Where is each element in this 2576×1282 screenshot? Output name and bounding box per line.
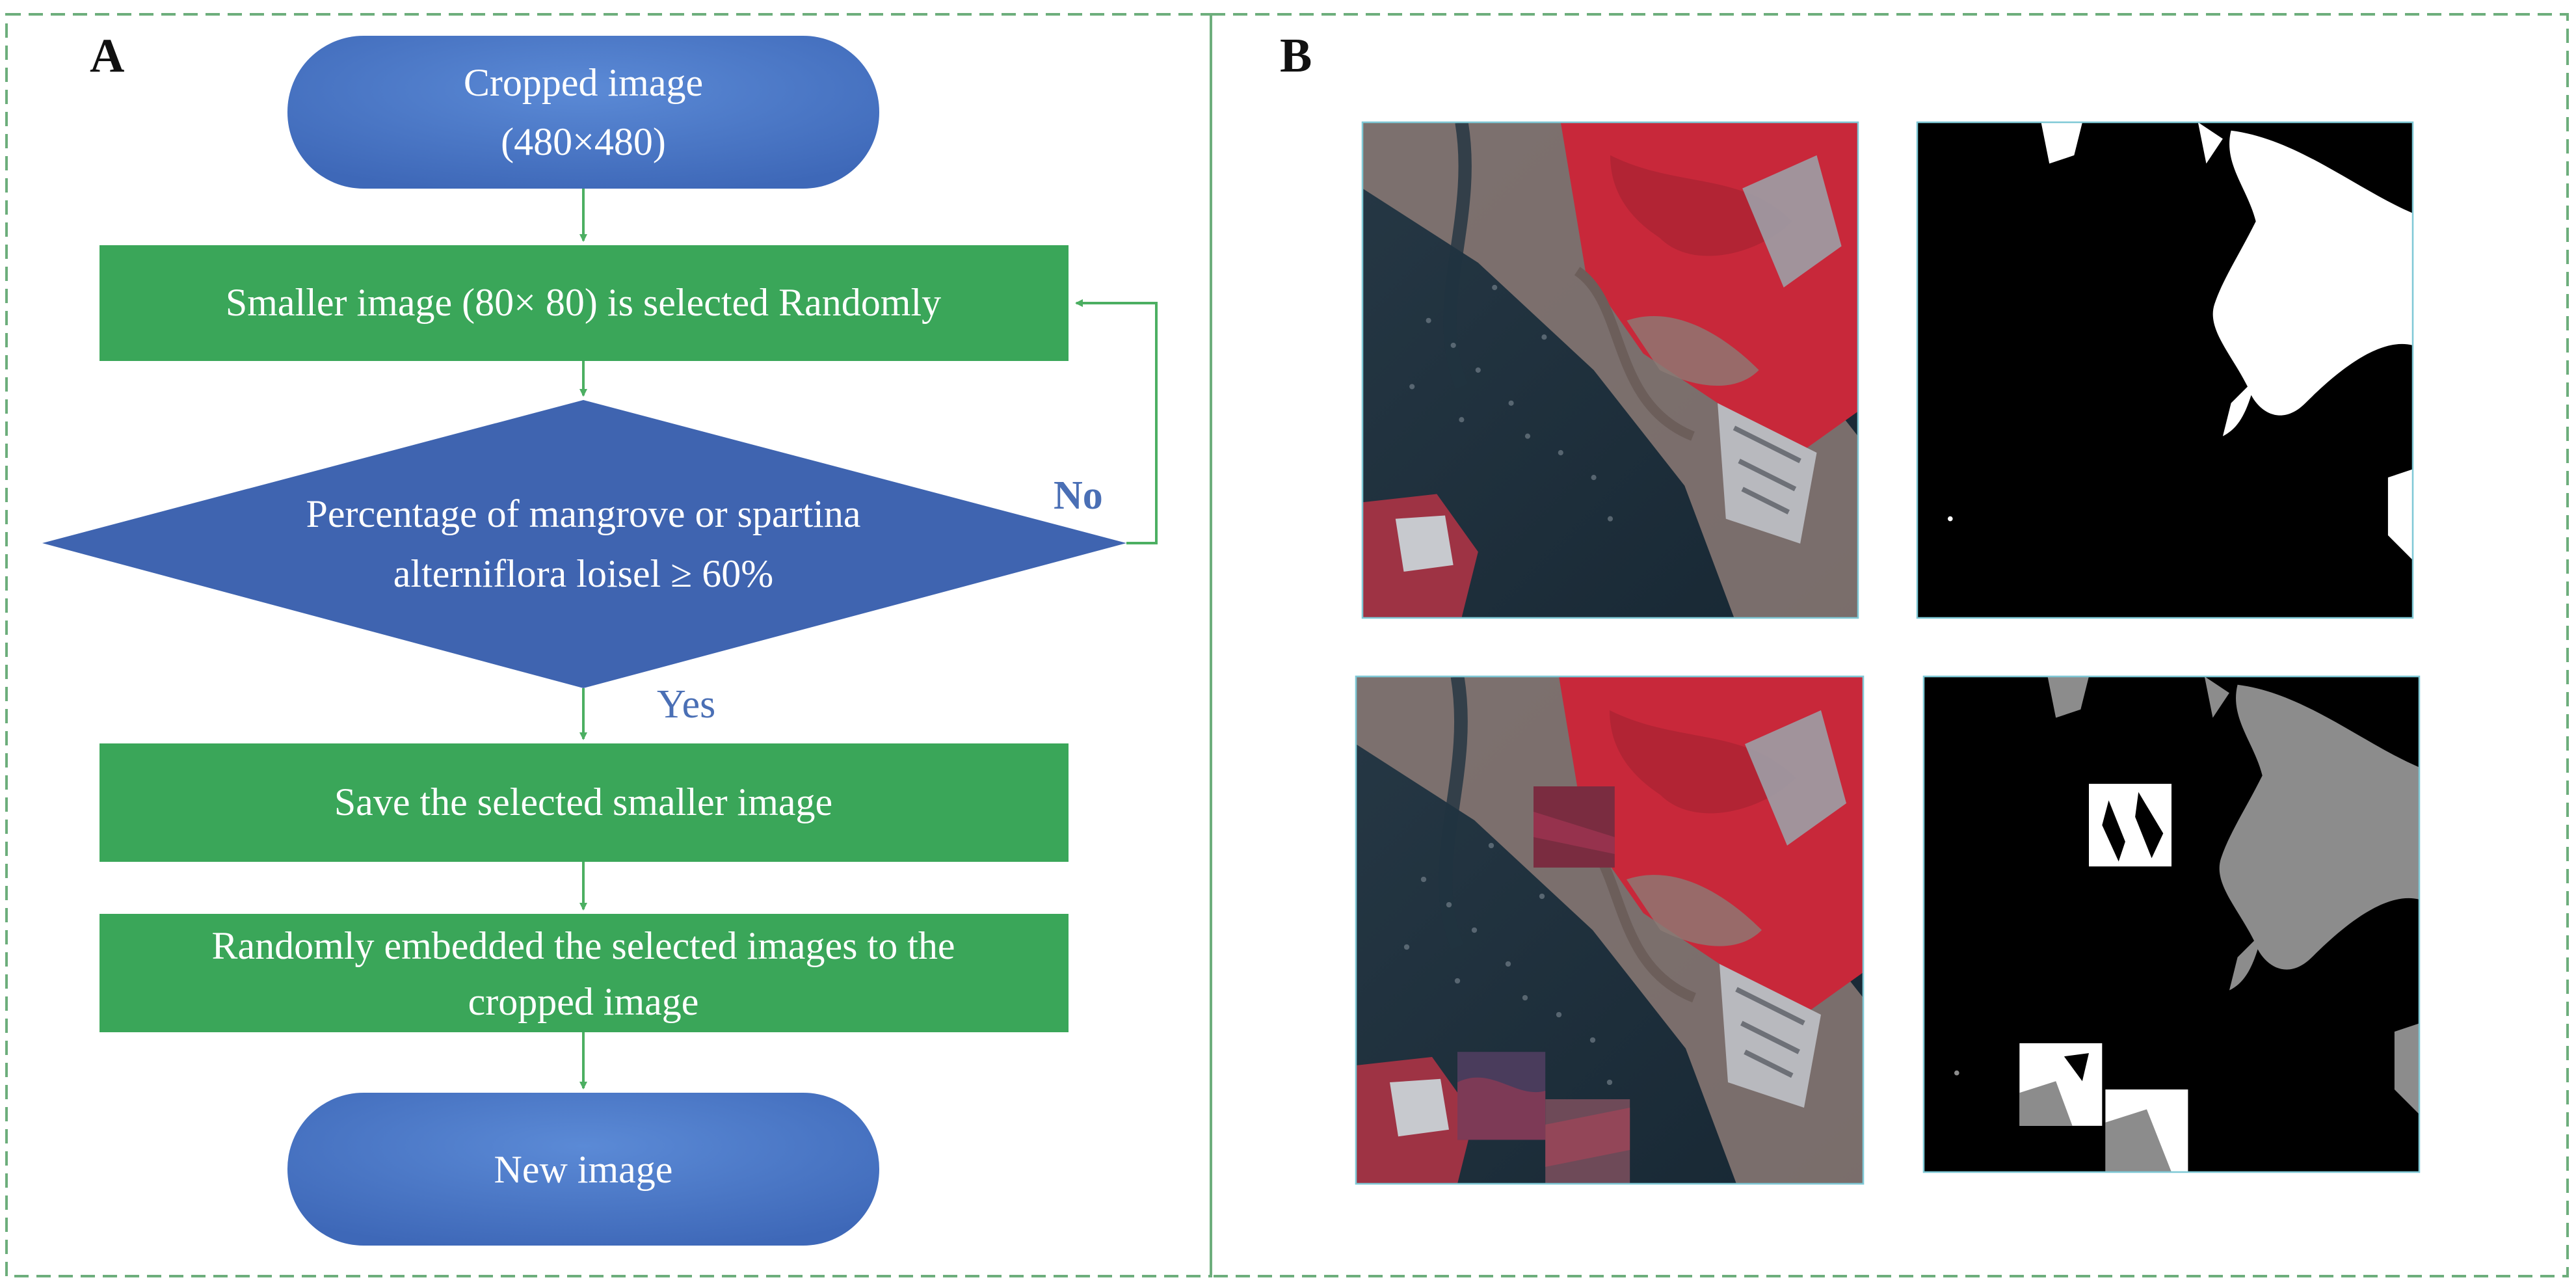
augmented-label-mask [1922,675,2421,1173]
panel-b-label: B [1280,29,1312,83]
start-node: Cropped image (480×480) [287,36,879,189]
augmented-satellite-image [1355,675,1865,1185]
save-step-text: Save the selected smaller image [334,781,832,823]
no-label: No [1054,474,1103,518]
start-node-line1: Cropped image [464,61,703,104]
embedded-patch [1545,1099,1630,1184]
embedded-mask-patch [2019,1043,2103,1126]
start-node-line2: (480×480) [501,120,666,163]
embedded-patch [1534,786,1615,868]
end-node-text: New image [494,1148,673,1191]
embedded-mask-patch [2105,1089,2188,1172]
decision-node: Percentage of mangrove or spartina alter… [42,400,1126,688]
embedded-patch [1457,1052,1546,1140]
end-node: New image [287,1093,879,1246]
original-label-mask [1916,121,2414,619]
panel-a-label: A [90,29,124,83]
embed-step: Randomly embedded the selected images to… [100,914,1069,1032]
panel-b-frame [1210,13,2569,1277]
arrow-no-loop [1075,299,1158,544]
save-step: Save the selected smaller image [100,743,1069,862]
original-satellite-image [1361,121,1859,619]
decision-line2: alterniflora loisel ≥ 60% [393,552,773,595]
embedded-mask-patch [2089,784,2171,867]
select-step: Smaller image (80× 80) is selected Rando… [100,245,1069,361]
embed-step-line2: cropped image [468,980,699,1023]
embed-step-line1: Randomly embedded the selected images to… [212,924,955,967]
yes-label: Yes [657,682,715,727]
decision-line1: Percentage of mangrove or spartina [306,492,861,535]
select-step-text: Smaller image (80× 80) is selected Rando… [226,281,941,324]
